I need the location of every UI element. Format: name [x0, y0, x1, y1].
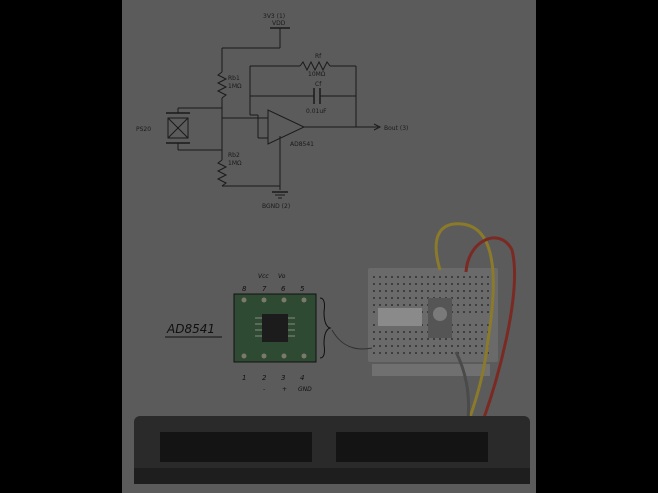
- wire-red: [464, 236, 516, 445]
- bottom-pin-2: 2: [262, 374, 267, 382]
- schematic-labels: 3V3 (1) VDD Rf 10MΩ Cf 0.01uF Rb1 1MΩ Rb…: [136, 13, 408, 210]
- rf-label: Rf: [315, 53, 322, 60]
- rb1-value: 1MΩ: [228, 83, 242, 90]
- sensor-label: PS20: [136, 126, 151, 133]
- top-note-vo: Vo: [278, 273, 286, 280]
- module-pads: [241, 297, 307, 359]
- supply-label: 3V3 (1): [263, 13, 285, 20]
- wire-yellow: [434, 222, 495, 443]
- top-pin-7: 7: [262, 285, 267, 293]
- rb1-label: Rb1: [228, 75, 240, 82]
- resistor-rb2-icon: [216, 159, 228, 187]
- ground-symbol-icon: [272, 191, 288, 199]
- top-pin-8: 8: [242, 285, 247, 293]
- cf-value: 0.01uF: [306, 108, 327, 115]
- paper-panel: [122, 0, 536, 493]
- crossed-box-icon: [166, 108, 190, 150]
- triangle-icon: [267, 109, 306, 145]
- resistor-rb1-icon: [216, 71, 228, 99]
- rb2-value: 1MΩ: [228, 160, 242, 167]
- chip: [262, 314, 288, 342]
- module-drawing: AD8541 Vcc Vo 8 7 6 5: [165, 273, 332, 393]
- base-connector: [134, 416, 530, 484]
- breadboard-photo: [331, 222, 516, 445]
- bottom-pin-4: 4: [300, 374, 304, 382]
- bottom-pin-3: 3: [281, 374, 285, 382]
- wire-thin: [331, 329, 373, 350]
- opamp-label: AD8541: [290, 141, 314, 148]
- capacitor-cf-icon: [313, 88, 321, 104]
- top-pin-6: 6: [281, 285, 286, 293]
- rf-value: 10MΩ: [308, 71, 326, 78]
- sensor-component: [378, 308, 422, 326]
- ground-label: BGND (2): [262, 203, 290, 210]
- top-note-vcc: Vcc: [258, 273, 269, 280]
- output-label: Bout (3): [384, 125, 408, 132]
- bottom-pin-1: 1: [242, 374, 246, 382]
- top-pin-5: 5: [300, 285, 305, 293]
- brace-icon: [319, 297, 332, 359]
- resistor-rf-icon: [299, 60, 331, 72]
- schematic: [166, 27, 382, 199]
- vdd-label: VDD: [272, 20, 286, 27]
- module-title: AD8541: [166, 322, 215, 336]
- rb2-label: Rb2: [228, 152, 240, 159]
- bottom-note-gnd: GND: [298, 386, 312, 393]
- cf-label: Cf: [315, 81, 322, 88]
- output-arrow-icon: [373, 123, 382, 131]
- bottom-note-minus: -: [263, 386, 265, 393]
- bottom-note-plus: +: [282, 386, 287, 393]
